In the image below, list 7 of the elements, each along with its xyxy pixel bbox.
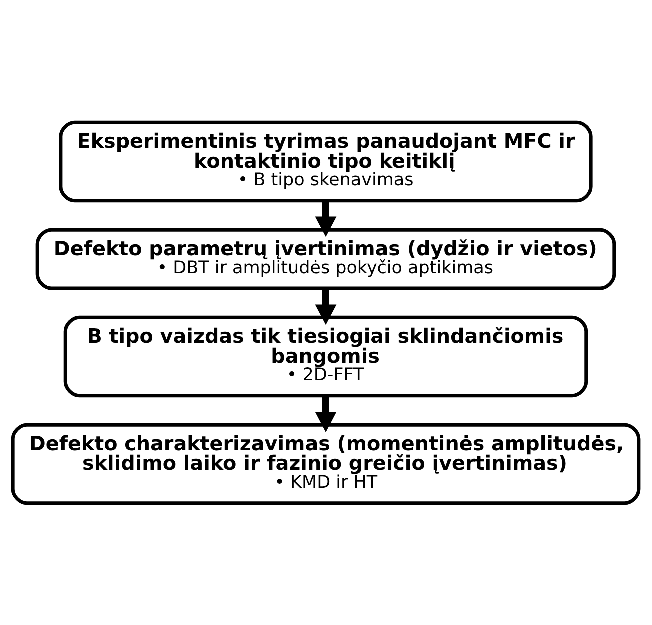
arrow	[315, 288, 337, 325]
arrow	[315, 396, 337, 432]
node-box: Eksperimentinis tyrimas panaudojant MFC ir kontaktinio tipo keitiklį • B tipo skenavimas	[59, 120, 593, 202]
node-box: Defekto parametrų įvertinimas (dydžio ir vietos) • DBT ir amplitudės pokyčio aptikimas	[36, 228, 616, 290]
node-box: B tipo vaizdas tik tiesiogiai sklindančiomis bangomis • 2D-FFT	[64, 315, 588, 398]
arrow	[315, 200, 337, 237]
node-box: Defekto charakterizavimas (momentinės amplitudės, sklidimo laiko ir fazinio greičio įvertinimas) • KMD ir HT	[11, 422, 641, 505]
